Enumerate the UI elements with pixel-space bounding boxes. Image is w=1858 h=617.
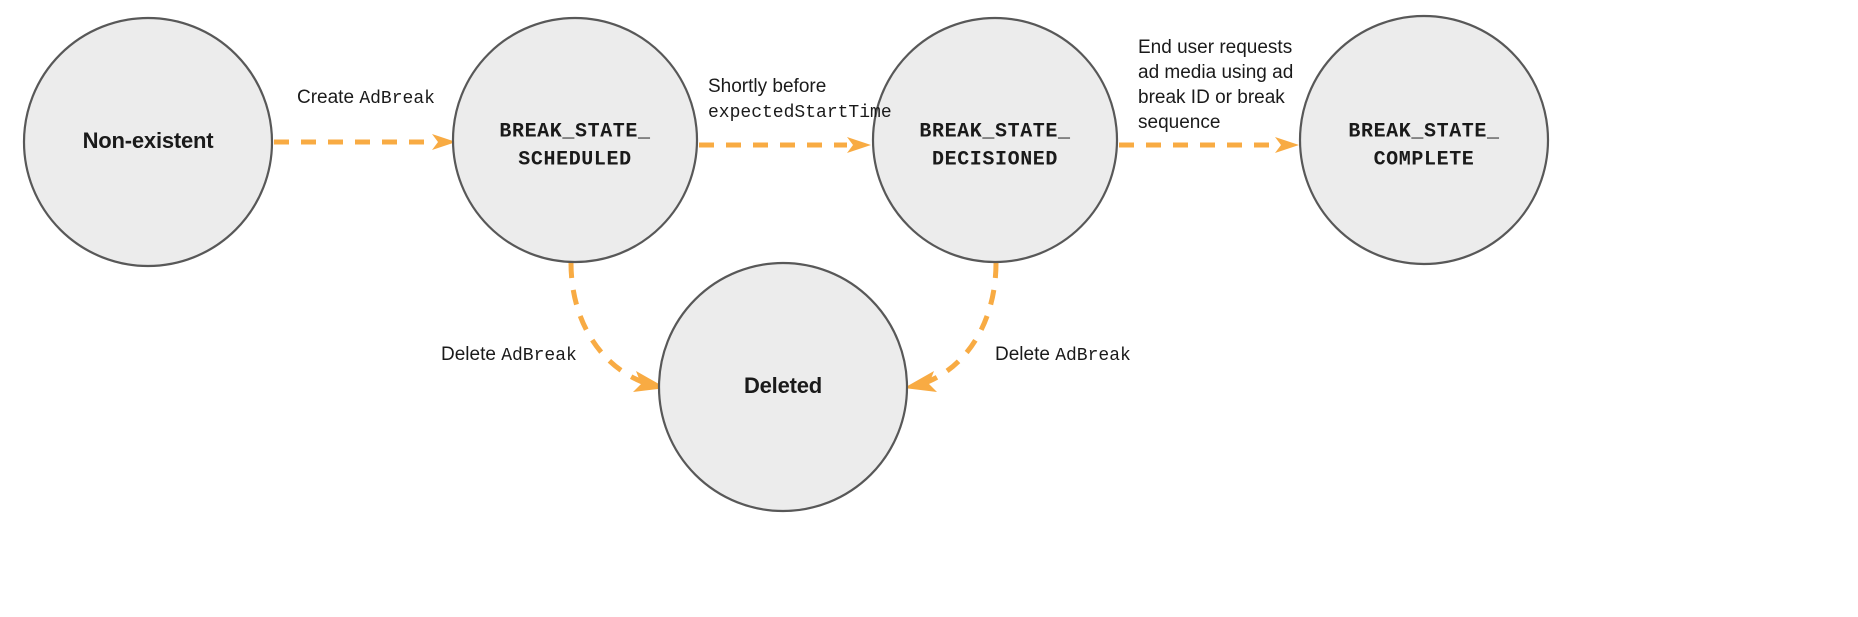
node-non-existent[interactable]: Non-existent	[22, 16, 274, 268]
edge-label-delete-from-decisioned-part1: Delete	[995, 344, 1055, 365]
edge-delete-from-decisioned[interactable]	[904, 262, 999, 392]
edge-delete-from-decisioned-arrowhead	[904, 371, 937, 392]
edge-label-delete-from-scheduled-text: Delete AdBreak	[441, 344, 577, 366]
node-deleted-circle	[657, 261, 909, 513]
edge-label-end-user-requests-line1: End user requests	[1138, 37, 1292, 58]
node-non-existent-circle	[22, 16, 274, 268]
node-break-state-decisioned-circle	[871, 16, 1119, 264]
edge-label-shortly-before-line2: expectedStartTime	[708, 103, 892, 123]
edge-shortly-before-arrowhead	[847, 137, 871, 153]
edge-create-adbreak-arrowhead	[432, 134, 456, 150]
edge-label-create-adbreak-part1: Create	[297, 87, 359, 108]
node-break-state-complete-label-line2: COMPLETE	[1374, 148, 1475, 171]
node-deleted-label: Deleted	[744, 373, 822, 398]
edge-shortly-before[interactable]	[699, 137, 871, 153]
edge-label-shortly-before-line1: Shortly before	[708, 76, 826, 97]
node-non-existent-label: Non-existent	[83, 128, 215, 153]
node-break-state-scheduled-circle	[451, 16, 699, 264]
edge-label-create-adbreak-part2: AdBreak	[359, 89, 435, 109]
edge-label-end-user-requests: End user requests ad media using ad brea…	[1138, 37, 1293, 133]
edge-label-delete-from-scheduled: Delete AdBreak	[441, 344, 577, 366]
edge-label-end-user-requests-line3: break ID or break	[1138, 87, 1285, 108]
edge-label-delete-from-scheduled-part1: Delete	[441, 344, 501, 365]
node-break-state-decisioned[interactable]: BREAK_STATE_ DECISIONED	[871, 16, 1119, 264]
edge-label-delete-from-decisioned-text: Delete AdBreak	[995, 344, 1131, 366]
node-break-state-decisioned-label-line1: BREAK_STATE_	[919, 120, 1071, 143]
node-deleted[interactable]: Deleted	[657, 261, 909, 513]
edge-end-user-requests[interactable]	[1119, 137, 1299, 153]
edge-label-create-adbreak: Create AdBreak	[297, 87, 435, 109]
node-break-state-complete[interactable]: BREAK_STATE_ COMPLETE	[1298, 14, 1550, 266]
edge-delete-from-decisioned-path	[921, 262, 999, 387]
edge-label-delete-from-decisioned-part2: AdBreak	[1055, 346, 1131, 366]
edge-end-user-requests-arrowhead	[1275, 137, 1299, 153]
edge-delete-from-scheduled[interactable]	[568, 262, 666, 392]
edge-label-end-user-requests-line2: ad media using ad	[1138, 62, 1293, 83]
edge-delete-from-scheduled-arrowhead	[633, 371, 666, 392]
node-break-state-scheduled[interactable]: BREAK_STATE_ SCHEDULED	[451, 16, 699, 264]
edge-delete-from-scheduled-path	[568, 262, 649, 387]
edge-label-shortly-before: Shortly before expectedStartTime	[708, 76, 892, 123]
node-break-state-decisioned-label-line2: DECISIONED	[932, 148, 1058, 171]
node-break-state-complete-label-line1: BREAK_STATE_	[1348, 120, 1500, 143]
node-break-state-scheduled-label-line1: BREAK_STATE_	[499, 120, 651, 143]
edge-label-delete-from-scheduled-part2: AdBreak	[501, 346, 577, 366]
node-break-state-complete-circle	[1298, 14, 1550, 266]
edge-label-create-adbreak-text: Create AdBreak	[297, 87, 435, 109]
node-break-state-scheduled-label-line2: SCHEDULED	[518, 148, 631, 171]
edge-create-adbreak[interactable]	[274, 134, 456, 150]
edge-label-end-user-requests-line4: sequence	[1138, 112, 1220, 133]
edge-label-delete-from-decisioned: Delete AdBreak	[995, 344, 1131, 366]
